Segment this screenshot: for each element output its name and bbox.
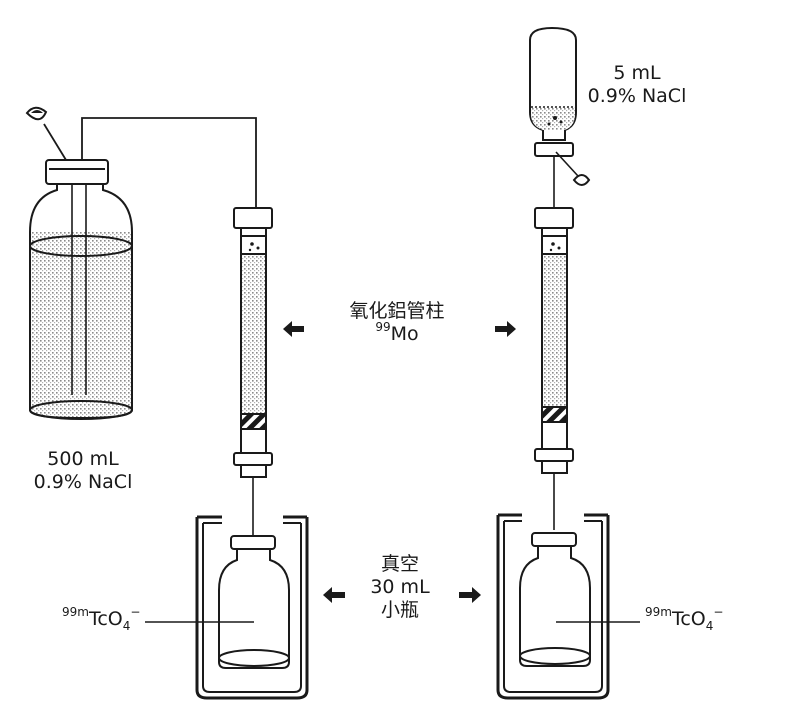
vial-volume: 30 mL xyxy=(370,576,430,598)
small-bottle-solution: 0.9% NaCl xyxy=(587,85,687,107)
vial-label: 真空 30 mL 小瓶 xyxy=(345,553,455,622)
column-isotope-mass: 99 xyxy=(375,319,391,334)
left-arrow-icon xyxy=(323,587,345,603)
product-formula: TcO xyxy=(88,608,123,630)
saline-bottle-small xyxy=(529,26,591,208)
large-bottle-label: 500 mL 0.9% NaCl xyxy=(28,448,138,494)
column-isotope: 99Mo xyxy=(322,319,472,346)
pertechnetate-label-right: 99mTcO4− xyxy=(645,604,724,633)
alumina-column-left xyxy=(233,207,273,537)
product-mass: 99m xyxy=(62,604,89,619)
vacuum-text: 真空 xyxy=(380,553,419,575)
left-arrow-icon xyxy=(283,321,304,337)
large-bottle-solution: 0.9% NaCl xyxy=(33,471,133,493)
saline-reservoir-bottle xyxy=(25,106,257,420)
right-arrow-icon xyxy=(495,321,516,337)
small-bottle-label: 5 mL 0.9% NaCl xyxy=(582,62,692,108)
small-bottle-volume: 5 mL xyxy=(613,62,661,84)
right-arrow-icon xyxy=(459,587,481,603)
large-bottle-volume: 500 mL xyxy=(47,448,119,470)
product-subscript: 4 xyxy=(122,618,131,633)
alumina-column-right xyxy=(534,207,574,530)
column-name: 氧化鋁管柱 xyxy=(349,300,445,322)
column-label: 氧化鋁管柱 99Mo xyxy=(322,300,472,346)
product-formula: TcO xyxy=(671,608,706,630)
product-charge: − xyxy=(130,604,141,619)
shielded-vial-left xyxy=(145,515,309,700)
shielded-vial-right xyxy=(496,513,640,700)
pertechnetate-label-left: 99mTcO4− xyxy=(62,604,141,633)
product-subscript: 4 xyxy=(705,618,714,633)
product-charge: − xyxy=(713,604,724,619)
vial-name: 小瓶 xyxy=(380,599,419,621)
column-isotope-symbol: Mo xyxy=(390,323,419,345)
product-mass: 99m xyxy=(645,604,672,619)
